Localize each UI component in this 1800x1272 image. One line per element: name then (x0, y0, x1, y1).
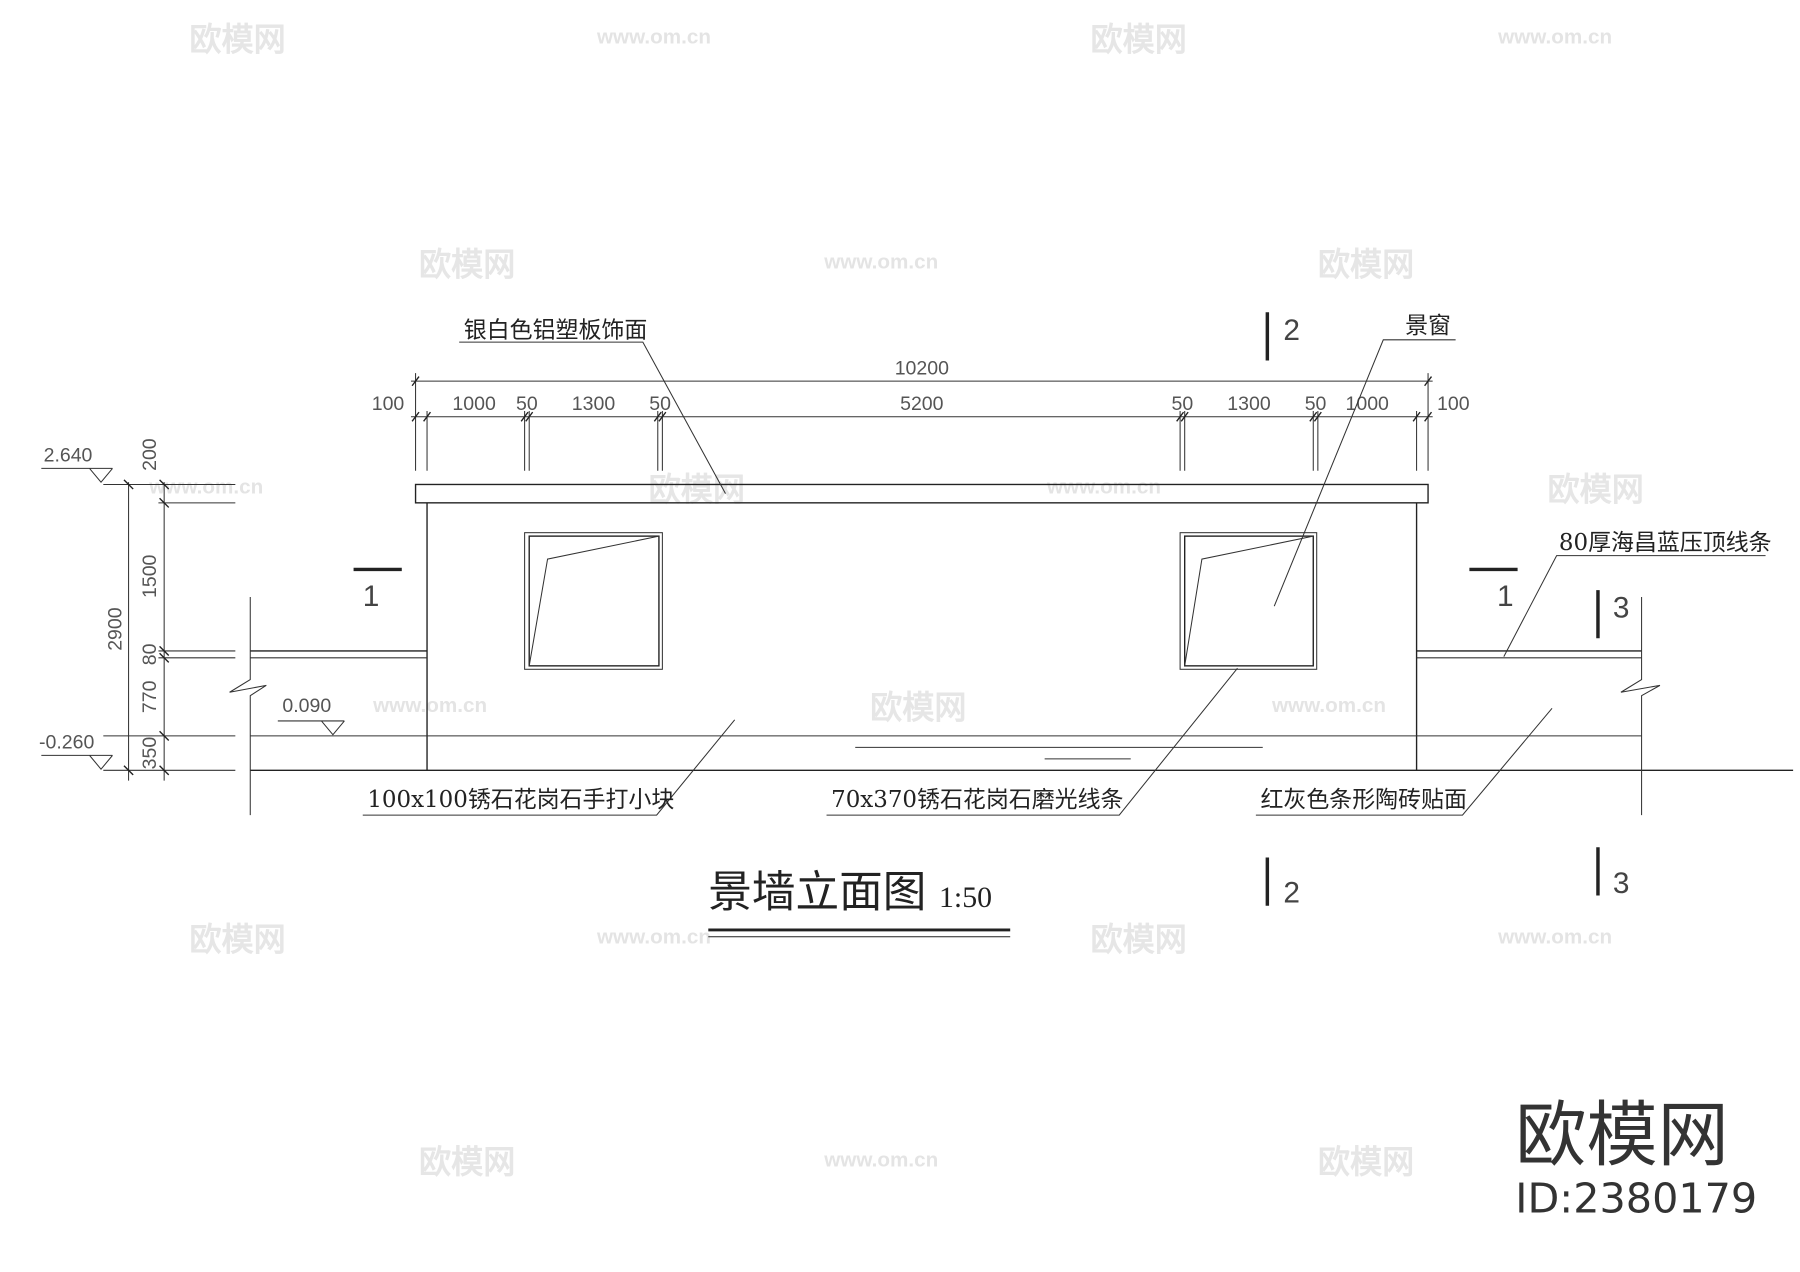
section-mark-3: 3 (1613, 592, 1630, 625)
coping (414, 483, 1429, 504)
watermark-brand: 欧模网 (189, 922, 285, 958)
label-scenic-window: 景窗 (1405, 313, 1451, 339)
title-scale: 1:50 (939, 881, 992, 914)
break-line-left (229, 596, 267, 816)
dim-seg: 1500 (139, 554, 161, 598)
section-mark-1: 1 (1497, 580, 1514, 613)
section-mark-2: 2 (1283, 876, 1300, 909)
wall-elevation (229, 483, 1794, 816)
watermark-url: www.om.cn (1497, 26, 1612, 49)
window-left (524, 532, 663, 670)
label-coping-finish: 银白色铝塑板饰面 (464, 318, 648, 344)
dim-seg: 5200 (900, 393, 944, 415)
dim-seg: 50 (1305, 393, 1327, 415)
dim-seg: 770 (139, 680, 161, 713)
title-text: 景墙立面图 (708, 868, 926, 918)
dim-seg: 1300 (1227, 393, 1271, 415)
drawing-title: 景墙立面图 1:50 (708, 868, 1011, 938)
watermark-url: www.om.cn (148, 476, 263, 499)
watermark-url: www.om.cn (596, 26, 711, 49)
watermark-brand: 欧模网 (1091, 922, 1187, 958)
watermark-url: www.om.cn (823, 251, 938, 274)
dim-seg: 1000 (1346, 393, 1390, 415)
section-mark-3: 3 (1613, 867, 1630, 900)
left-dimensions: 2900 200 1500 80 770 350 (103, 438, 236, 781)
dim-seg: 100 (372, 393, 405, 415)
elevation-plinth: 0.090 (282, 695, 331, 717)
section-mark-1: 1 (363, 580, 380, 613)
watermark-brand: 欧模网 (419, 247, 515, 283)
dim-seg: 50 (516, 393, 538, 415)
watermark-url: www.om.cn (1497, 926, 1612, 949)
section-mark-2: 2 (1283, 314, 1300, 347)
dim-seg: 350 (139, 737, 161, 770)
dim-seg: 100 (1437, 393, 1470, 415)
watermark-brand: 欧模网 (1547, 472, 1643, 508)
elevation-markers: 2.640 0.090 -0.260 (39, 445, 345, 770)
elevation-top: 2.640 (44, 445, 93, 467)
logo-id: ID:2380179 (1515, 1174, 1757, 1222)
elevation-ground: -0.260 (39, 732, 94, 754)
label-coping-strip: 80厚海昌蓝压顶线条 (1559, 530, 1772, 556)
dim-seg: 50 (649, 393, 671, 415)
annotations: 银白色铝塑板饰面 景窗 80厚海昌蓝压顶线条 100x100锈石花岗石手打小块 … (362, 313, 1772, 816)
watermark-brand: 欧模网 (1318, 247, 1414, 283)
watermark-url: www.om.cn (823, 1148, 938, 1171)
watermark-brand: 欧模网 (419, 1144, 515, 1180)
dim-overall-width: 10200 (895, 357, 949, 379)
watermark-brand: 欧模网 (1091, 22, 1187, 58)
watermark-url: www.om.cn (372, 694, 487, 717)
watermark-layer: 欧模网 www.om.cn 欧模网 www.om.cn 欧模网 www.om.c… (148, 22, 1644, 1181)
wall-outline (426, 502, 1418, 771)
watermark-brand: 欧模网 (1318, 1144, 1414, 1180)
window-right (1179, 532, 1318, 670)
label-polished-strip: 70x370锈石花岗石磨光线条 (831, 787, 1123, 813)
dim-overall-height: 2900 (105, 607, 127, 651)
dim-seg: 200 (139, 438, 161, 471)
watermark-url: www.om.cn (1046, 476, 1161, 499)
label-tile-finish: 红灰色条形陶砖贴面 (1260, 787, 1466, 813)
logo-text: 欧模网 (1515, 1093, 1728, 1176)
label-base-block: 100x100锈石花岗石手打小块 (367, 787, 674, 813)
section-marks: 1 1 2 2 3 3 (353, 312, 1630, 909)
dim-seg: 80 (139, 643, 161, 665)
brand-logo: 欧模网 ID:2380179 (1515, 1093, 1757, 1222)
watermark-brand: 欧模网 (870, 690, 966, 726)
paving-lines (855, 746, 1263, 760)
top-dimensions: 10200 100 1000 50 1300 50 5200 50 1300 5… (372, 357, 1470, 471)
watermark-url: www.om.cn (596, 926, 711, 949)
watermark-brand: 欧模网 (189, 22, 285, 58)
dim-seg: 50 (1172, 393, 1194, 415)
dim-seg: 1300 (572, 393, 616, 415)
watermark-brand: 欧模网 (649, 472, 745, 508)
break-line-right (1620, 596, 1661, 816)
watermark-url: www.om.cn (1271, 694, 1386, 717)
dim-seg: 1000 (452, 393, 496, 415)
